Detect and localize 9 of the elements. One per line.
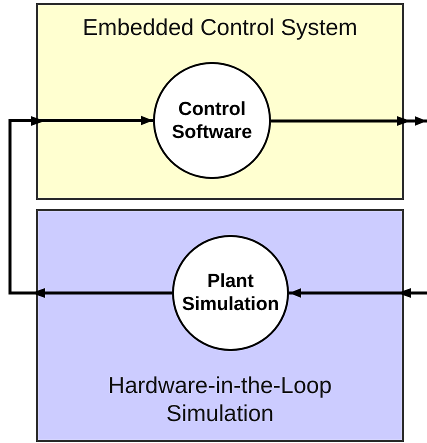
process-label: Control Software bbox=[170, 98, 254, 144]
system-panel bbox=[36, 209, 404, 442]
system-panel bbox=[36, 3, 404, 200]
arrow bbox=[271, 116, 427, 126]
process-label: Plant Simulation bbox=[180, 270, 280, 316]
arrow bbox=[289, 288, 427, 298]
panel-title: Embedded Control System bbox=[82, 13, 358, 41]
arrow bbox=[8, 116, 172, 294]
panel-title: Hardware-in-the-Loop Simulation bbox=[107, 371, 333, 427]
